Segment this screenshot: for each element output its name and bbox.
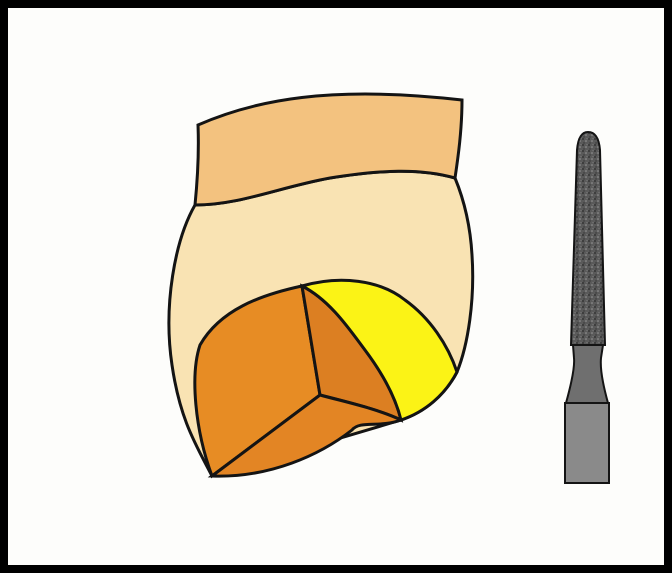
bur-diamond-tip xyxy=(571,132,605,345)
bur-shank xyxy=(565,403,609,483)
